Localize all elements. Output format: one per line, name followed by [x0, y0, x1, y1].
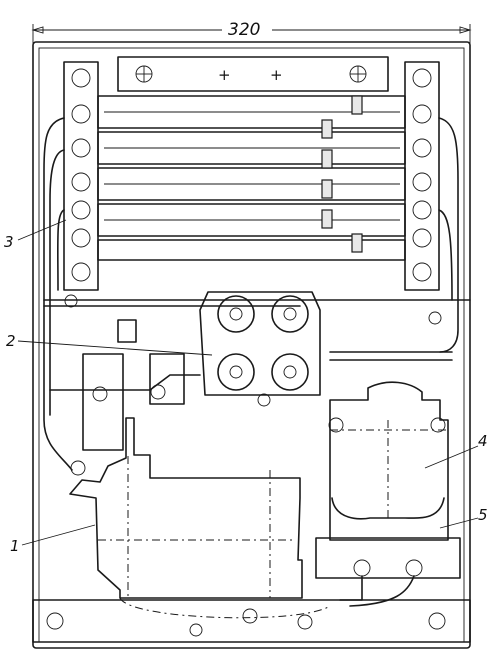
left-terminal-bar [63, 61, 99, 291]
resistor-tubes [97, 95, 406, 261]
callout-2-label: 2 [6, 332, 16, 350]
right-wiring [329, 117, 459, 361]
width-dimension-label: 320 [228, 20, 260, 40]
bottom-mounting-strip [32, 599, 471, 643]
relay-cluster [199, 291, 321, 407]
svg-text:+: + [270, 66, 283, 84]
callout-3: 3 [4, 219, 67, 251]
callout-3-label: 3 [4, 233, 14, 251]
callout-1: 1 [10, 524, 96, 555]
callout-1-label: 1 [10, 537, 20, 555]
svg-text:+: + [218, 66, 231, 84]
callout-2: 2 [6, 332, 213, 356]
callout-5: 5 [439, 506, 488, 529]
right-terminal-bar [404, 61, 440, 291]
large-housing [69, 417, 331, 619]
left-wiring [43, 117, 471, 476]
left-apparatus [49, 319, 201, 451]
contactor-housing [315, 381, 461, 607]
callout-4-label: 4 [478, 432, 488, 450]
top-mounting-strip: + + [117, 56, 389, 92]
callout-5-label: 5 [478, 506, 488, 524]
width-dimension: 320 [31, 20, 472, 48]
callout-4: 4 [424, 432, 488, 469]
